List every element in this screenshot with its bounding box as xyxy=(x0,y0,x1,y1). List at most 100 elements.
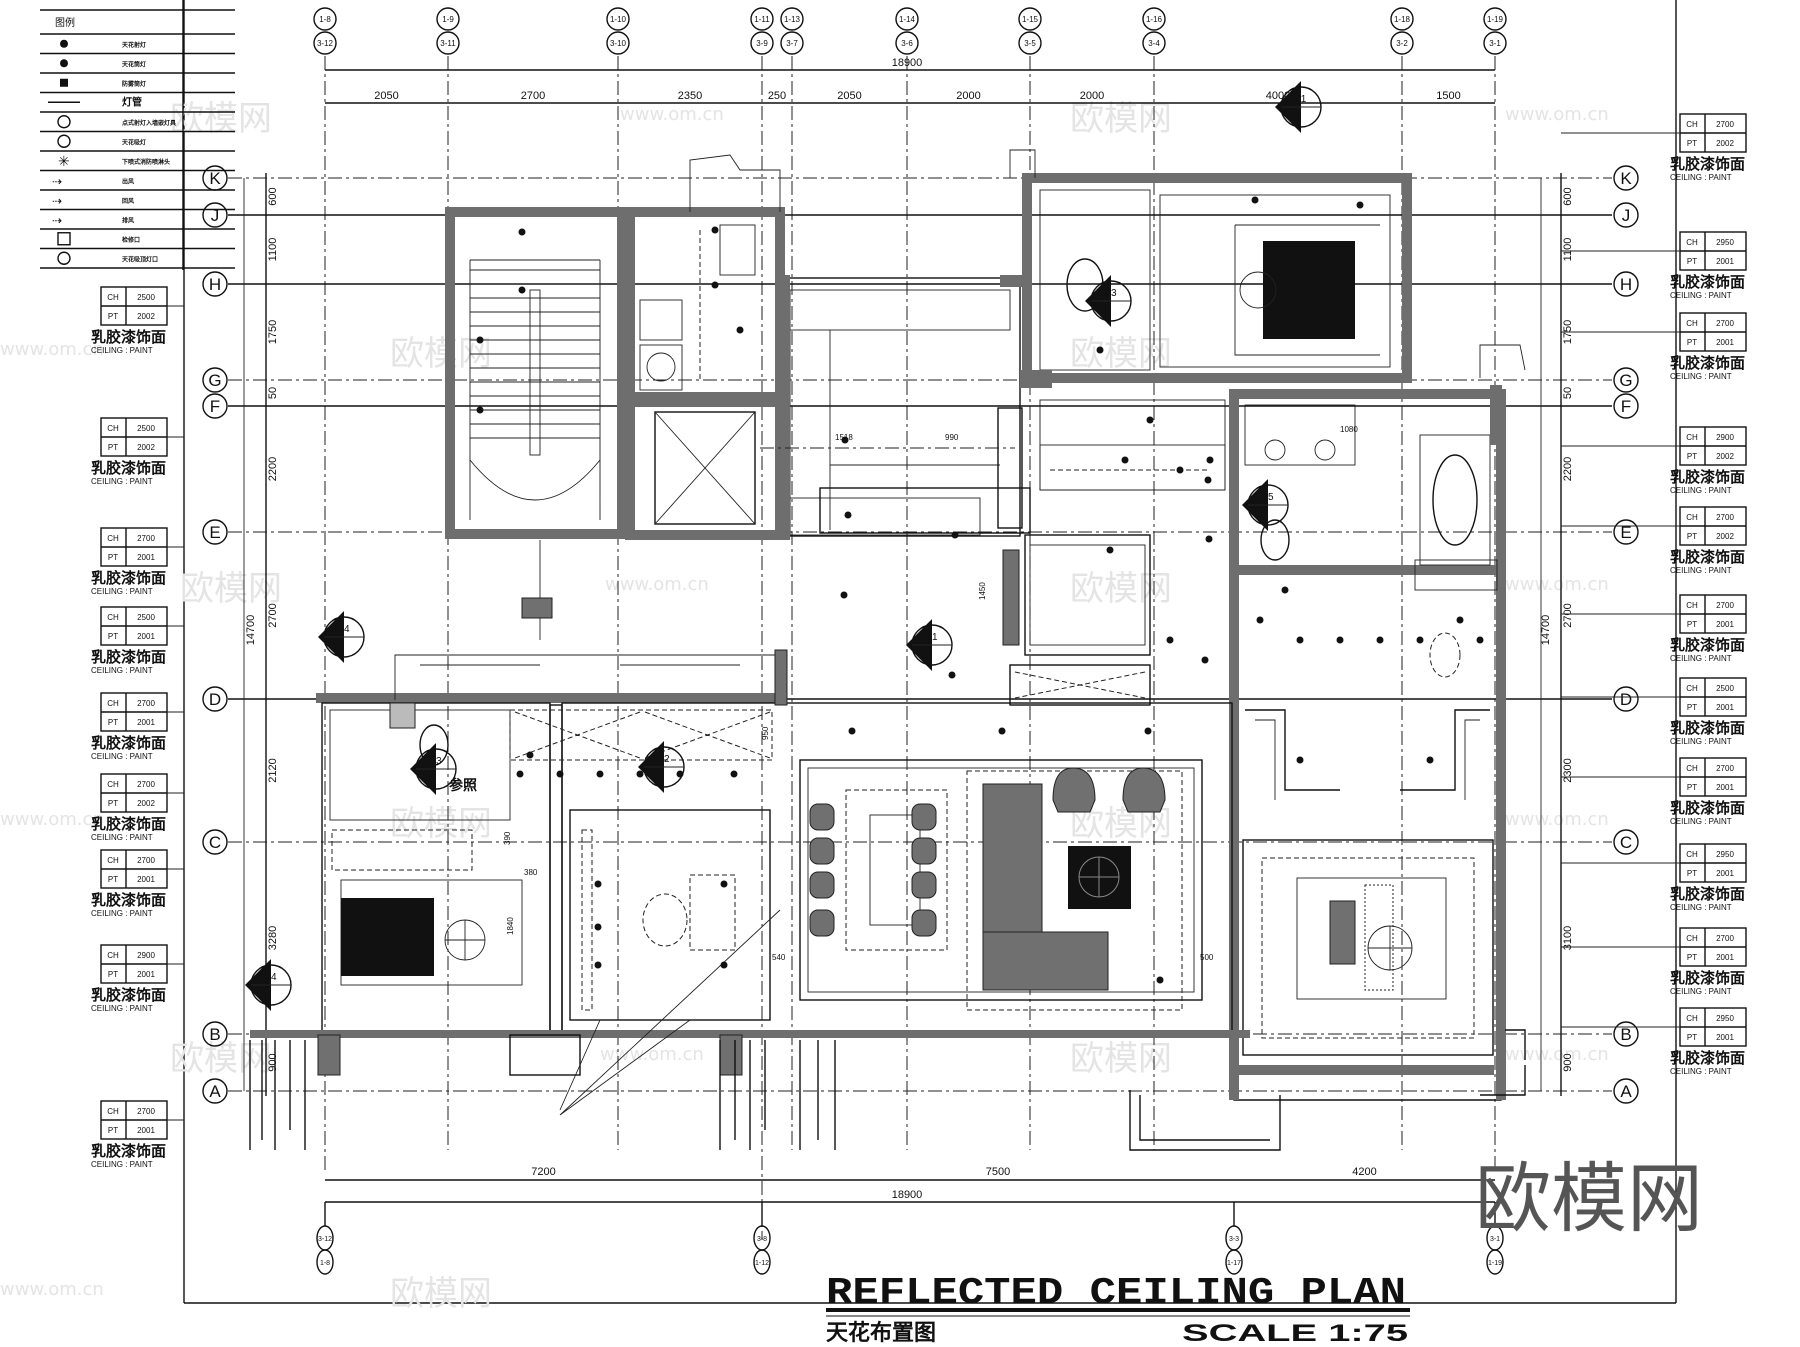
dimension-label: 1750 xyxy=(267,320,279,344)
tag-finish-name: 乳胶漆饰面 xyxy=(91,815,166,833)
tag-finish-name: 乳胶漆饰面 xyxy=(1670,468,1745,486)
axis-bubble xyxy=(1613,367,1639,393)
ceiling-light xyxy=(516,770,524,778)
tag-pt-label: PT xyxy=(1687,783,1697,792)
legend-label: 回风 xyxy=(122,197,134,205)
dimension-annotation: 1080 xyxy=(1340,425,1358,434)
section-marker: 03 xyxy=(1085,275,1132,327)
axis-bubble xyxy=(202,829,228,855)
tag-pt-label: PT xyxy=(108,799,118,808)
tag-pt-label: PT xyxy=(1687,869,1697,878)
watermark-brand: 欧模网 xyxy=(1070,334,1172,374)
stair-core xyxy=(445,207,627,640)
tag-pt-value: 2001 xyxy=(137,718,155,727)
axis-bubble xyxy=(202,271,228,297)
dimension-total: 14700 xyxy=(1540,615,1552,646)
ceiling-light xyxy=(1106,546,1114,554)
marker-number: J1 xyxy=(1296,94,1307,105)
tag-ch-label: CH xyxy=(107,534,119,543)
tag-pt-label: PT xyxy=(1687,953,1697,962)
ceiling-light xyxy=(1256,616,1264,624)
axis-label: 1-17 xyxy=(1227,1260,1241,1267)
axis-label: 1-10 xyxy=(610,15,627,24)
tag-finish-sub: CEILING : PAINT xyxy=(1670,486,1732,495)
axis-bubble xyxy=(895,31,919,55)
axis-label: 3-12 xyxy=(318,1236,332,1243)
tag-ch-label: CH xyxy=(1686,764,1698,773)
tag-finish-name: 乳胶漆饰面 xyxy=(91,734,166,752)
axis-label: A xyxy=(1620,1082,1632,1101)
axis-bubble xyxy=(606,31,630,55)
tag-finish-sub: CEILING : PAINT xyxy=(1670,1067,1732,1076)
axis-bubble xyxy=(1483,31,1507,55)
ceiling-light xyxy=(1336,636,1344,644)
axis-label: F xyxy=(210,397,220,416)
dimension-label: 2000 xyxy=(956,90,980,102)
tag-finish-sub: CEILING : PAINT xyxy=(1670,737,1732,746)
dimension-label: 7200 xyxy=(531,1166,555,1178)
tag-pt-label: PT xyxy=(1687,703,1697,712)
legend-label: 点式射灯入墙嵌灯具 xyxy=(122,119,176,127)
dimension-label: 1100 xyxy=(1562,238,1574,262)
axis-label: 1-8 xyxy=(320,1260,330,1267)
axis-bubble xyxy=(780,7,804,31)
ceiling-light xyxy=(1356,201,1364,209)
dimension-label: 2200 xyxy=(1562,457,1574,481)
tag-ch-value: 2700 xyxy=(137,780,155,789)
ceiling-light xyxy=(1096,346,1104,354)
tag-pt-value: 2001 xyxy=(1716,703,1734,712)
ceiling-lamp-icon xyxy=(57,134,71,148)
axis-label: 1-14 xyxy=(899,15,916,24)
dining-chair xyxy=(911,837,937,865)
axis-label: B xyxy=(209,1025,220,1044)
tag-pt-value: 2001 xyxy=(137,1126,155,1135)
axis-label: A xyxy=(209,1082,221,1101)
axis-bubble xyxy=(1390,31,1414,55)
access-panel-icon xyxy=(57,232,71,246)
watermark-brand: 欧模网 xyxy=(170,1039,272,1079)
dining-chair xyxy=(911,871,937,899)
dimension-label: 1100 xyxy=(267,238,279,262)
axis-grid: 1-83-121-93-111-103-101-113-91-133-71-14… xyxy=(202,7,1639,1275)
dimension-total: 18900 xyxy=(892,1189,923,1201)
axis-bubble xyxy=(750,31,774,55)
axis-label: 1-13 xyxy=(784,15,801,24)
tag-finish-name: 乳胶漆饰面 xyxy=(1670,354,1745,372)
ceiling-light xyxy=(594,880,602,888)
dimension-label: 600 xyxy=(1562,187,1574,205)
drawing-subtitle: 天花布置图 xyxy=(826,1320,936,1345)
watermarks: 欧模网欧模网欧模网欧模网欧模网欧模网欧模网欧模网欧模网欧模网欧模网www.om.… xyxy=(0,99,1609,1314)
tag-finish-sub: CEILING : PAINT xyxy=(1670,173,1732,182)
tag-finish-name: 乳胶漆饰面 xyxy=(1670,548,1745,566)
tag-pt-label: PT xyxy=(1687,452,1697,461)
axis-bubble xyxy=(316,1249,334,1275)
axis-label: 3-4 xyxy=(1148,39,1160,48)
tag-ch-value: 2950 xyxy=(1716,238,1734,247)
legend-label: 下喷式消防喷淋头 xyxy=(122,158,170,166)
axis-bubble xyxy=(202,1078,228,1104)
tag-pt-value: 2001 xyxy=(1716,338,1734,347)
ceiling-lights xyxy=(476,196,1484,984)
axis-bubble xyxy=(780,31,804,55)
legend-label: 天花吸灯 xyxy=(122,138,146,146)
axis-bubble xyxy=(1613,1021,1639,1047)
marker-number: 01 xyxy=(926,632,938,643)
watermark-brand: 欧模网 xyxy=(390,804,492,844)
axis-bubble xyxy=(202,686,228,712)
tag-ch-value: 2700 xyxy=(1716,934,1734,943)
tag-finish-sub: CEILING : PAINT xyxy=(91,1004,153,1013)
tag-finish-name: 乳胶漆饰面 xyxy=(91,1142,166,1160)
dimension-label: 2120 xyxy=(267,758,279,782)
tag-pt-label: PT xyxy=(108,553,118,562)
legend-dot xyxy=(60,39,68,48)
tag-ch-label: CH xyxy=(1686,601,1698,610)
dimension-annotation: 390 xyxy=(503,831,512,845)
